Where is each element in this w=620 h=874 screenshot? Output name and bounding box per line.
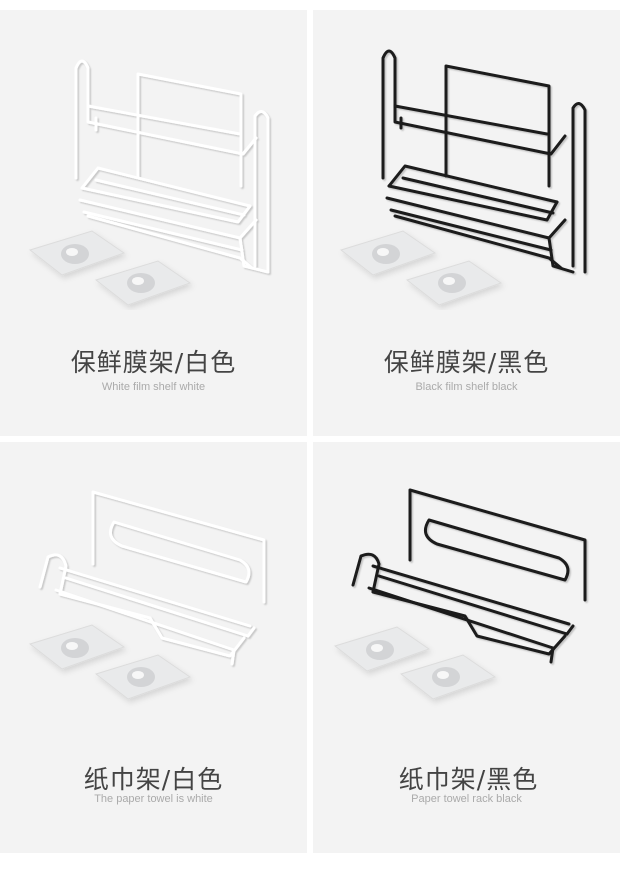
adhesive-hook-pad	[339, 230, 437, 276]
film-shelf-wire	[381, 49, 587, 274]
product-title-en: The paper towel is white	[94, 793, 213, 805]
adhesive-hook-pad	[333, 626, 431, 672]
product-title-en: White film shelf white	[101, 381, 206, 393]
adhesive-hook-pad	[405, 260, 503, 306]
product-card-towel-rack-black[interactable]: 纸巾架/黑色 Paper towel rack black	[313, 442, 620, 853]
adhesive-hook-pad	[28, 624, 126, 670]
product-card-film-shelf-black[interactable]: 保鲜膜架/黑色 Black film shelf black	[313, 10, 620, 436]
product-title-zh: 保鲜膜架/黑色	[383, 348, 550, 377]
adhesive-hook-pad	[94, 654, 192, 700]
towel-rack-black-image	[333, 488, 587, 700]
adhesive-hook-pad	[399, 654, 497, 700]
film-shelf-wire	[74, 59, 270, 274]
adhesive-hook-pad	[94, 260, 192, 306]
product-title-zh: 纸巾架/白色	[83, 765, 224, 794]
film-shelf-black-image	[339, 49, 587, 306]
film-shelf-white-image	[28, 59, 270, 306]
adhesive-hook-pad	[28, 230, 126, 276]
product-card-towel-rack-white[interactable]: 纸巾架/白色 The paper towel is white	[0, 442, 307, 853]
product-card-film-shelf-white[interactable]: 保鲜膜架/白色 White film shelf white	[0, 10, 307, 436]
product-title-en: Black film shelf black	[415, 381, 518, 393]
product-title-zh: 保鲜膜架/白色	[70, 348, 237, 377]
towel-rack-wire	[351, 488, 587, 664]
towel-rack-wire	[38, 490, 266, 666]
towel-rack-white-image	[28, 490, 266, 700]
product-title-en: Paper towel rack black	[411, 793, 522, 805]
product-title-zh: 纸巾架/黑色	[398, 765, 539, 794]
